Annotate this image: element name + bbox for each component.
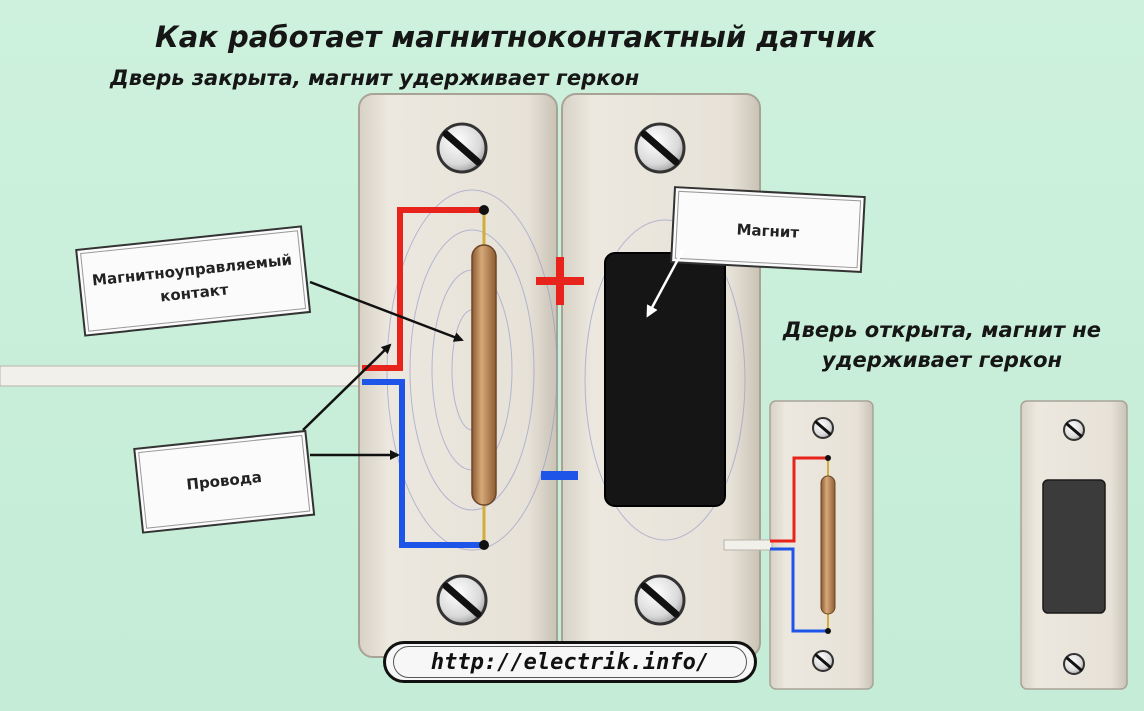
magnet-label: Магнит	[670, 186, 866, 274]
reed-contact-label: Магнитноуправляемый контакт	[75, 225, 312, 337]
open-door-caption-line1: Дверь открыта, магнит не	[782, 318, 1102, 342]
open-door-caption-line2: удерживает геркон	[821, 348, 1063, 372]
magnet-pointer-arrow	[646, 249, 685, 318]
website-url: http://electrik.info/	[430, 649, 710, 675]
reed-switch-housing	[358, 93, 558, 658]
website-url-badge: http://electrik.info/	[383, 641, 757, 683]
screw-icon	[634, 122, 686, 174]
magnet	[604, 252, 726, 507]
wires-label: Провода	[133, 429, 316, 534]
magnet-label-text: Магнит	[736, 220, 800, 241]
negative-wire	[362, 379, 484, 548]
screw-icon	[436, 574, 488, 626]
open-door-caption: Дверь открыта, магнит не удерживает герк…	[752, 315, 1132, 375]
open-magnet-housing	[1020, 400, 1128, 690]
screw-icon	[812, 417, 834, 439]
screw-icon	[436, 122, 488, 174]
screw-icon	[812, 650, 834, 672]
positive-wire	[362, 207, 484, 371]
diagram-title: Как работает магнитноконтактный датчик	[155, 20, 876, 54]
pointer-arrows	[302, 280, 464, 460]
reed-switch	[471, 205, 497, 550]
screw-icon	[1063, 419, 1085, 441]
cable	[0, 365, 363, 387]
closed-door-caption: Дверь закрыта, магнит удерживает геркон	[110, 66, 640, 90]
screw-icon	[634, 574, 686, 626]
screw-icon	[1063, 653, 1085, 675]
minus-sign	[541, 471, 578, 480]
website-url-inner: http://electrik.info/	[393, 646, 747, 678]
plus-sign	[536, 257, 584, 305]
open-reed-switch-housing	[723, 400, 874, 690]
